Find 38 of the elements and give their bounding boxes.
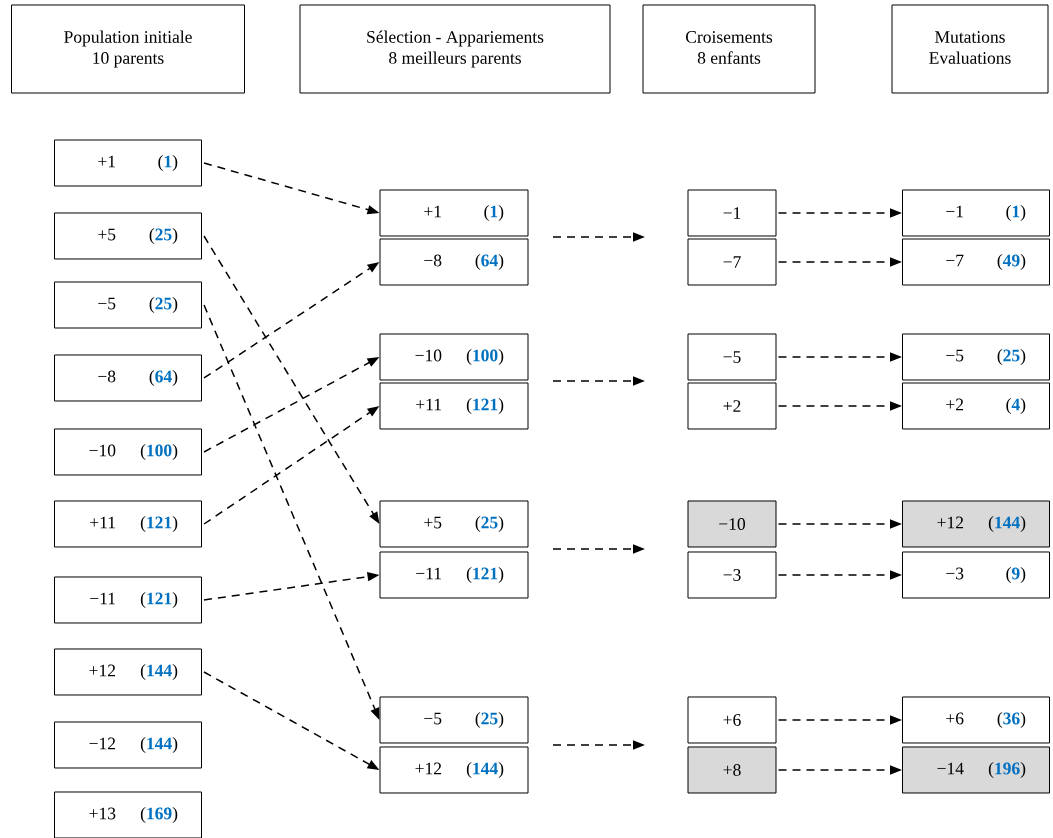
value-box: +5 (25): [54, 212, 202, 260]
value-box: −10 (100): [54, 428, 202, 476]
value-box: +11 (121): [379, 382, 529, 430]
value-box: −5 (25): [379, 696, 529, 744]
value-box: −11 (121): [379, 551, 529, 599]
value-box: −7 (49): [902, 238, 1050, 286]
value-box: +11 (121): [54, 500, 202, 548]
value-box: −8 (64): [54, 354, 202, 402]
column-header: Sélection - Appariements 8 meilleurs parents: [299, 4, 611, 94]
column-header: Croisements 8 enfants: [642, 4, 816, 94]
column-header: Population initiale 10 parents: [11, 4, 245, 94]
value-box: +5 (25): [379, 500, 529, 548]
value-box: +1 (1): [54, 139, 202, 187]
value-box: +12 (144): [379, 746, 529, 794]
value-box: −5 (25): [54, 281, 202, 329]
child-box: +2: [687, 382, 777, 430]
child-box: −3: [687, 551, 777, 599]
child-box: −10: [687, 500, 777, 548]
value-box: +12 (144): [54, 648, 202, 696]
value-box: −11 (121): [54, 576, 202, 624]
value-box: −14 (196): [902, 746, 1050, 794]
value-box: +2 (4): [902, 382, 1050, 430]
child-box: +8: [687, 746, 777, 794]
value-box: +1 (1): [379, 189, 529, 237]
value-box: +6 (36): [902, 696, 1050, 744]
child-box: +6: [687, 696, 777, 744]
value-box: −1 (1): [902, 189, 1050, 237]
value-box: −8 (64): [379, 238, 529, 286]
value-box: −3 (9): [902, 551, 1050, 599]
value-box: −10 (100): [379, 333, 529, 381]
value-box: +12 (144): [902, 500, 1050, 548]
child-box: −7: [687, 238, 777, 286]
value-box: +13 (169): [54, 791, 202, 838]
value-box: −5 (25): [902, 333, 1050, 381]
column-header: Mutations Evaluations: [891, 4, 1049, 94]
child-box: −5: [687, 333, 777, 381]
value-box: −12 (144): [54, 721, 202, 769]
child-box: −1: [687, 189, 777, 237]
